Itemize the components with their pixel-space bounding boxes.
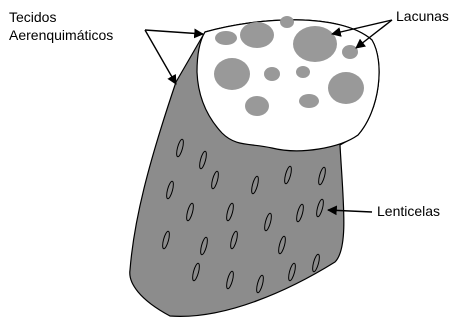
tissue-label-line1: Tecidos (9, 9, 56, 25)
arrow-tissue-stem (145, 30, 176, 84)
lacuna (296, 66, 310, 78)
lacuna (293, 26, 337, 62)
lacuna (280, 16, 294, 28)
lacuna (214, 58, 250, 90)
lacuna (299, 94, 319, 108)
lacuna (240, 22, 274, 48)
lenticelas-label: Lenticelas (377, 203, 440, 219)
arrow-tissue-cross-section (145, 30, 203, 34)
lacuna (328, 72, 364, 104)
lacuna (264, 67, 280, 81)
lacuna (215, 31, 237, 45)
lacuna (342, 45, 358, 59)
lacuna (245, 96, 269, 116)
lacunas-label: Lacunas (396, 8, 449, 24)
tissue-label-line2: Aerenquimáticos (9, 27, 113, 43)
